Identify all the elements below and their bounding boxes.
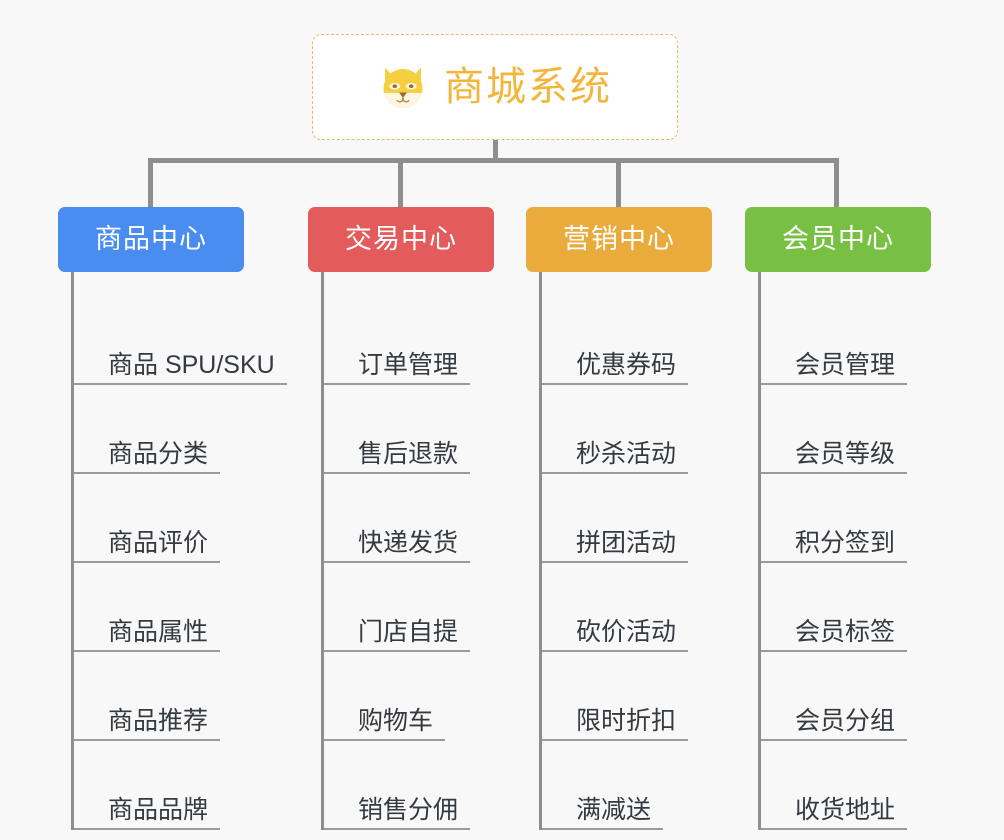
leaf-list-product-center: 商品 SPU/SKU 商品分类 商品评价 商品属性 商品推荐 商品品牌 [71, 272, 291, 830]
leaf-list-trade-center: 订单管理 售后退款 快递发货 门店自提 购物车 销售分佣 [321, 272, 541, 830]
connector-root-stem [493, 140, 498, 162]
category-box-member-center[interactable]: 会员中心 [745, 207, 931, 272]
leaf-list-member-center: 会员管理 会员等级 积分签到 会员标签 会员分组 收货地址 [758, 272, 978, 830]
leaf-rule [324, 472, 470, 474]
list-item[interactable]: 商品属性 [74, 563, 291, 652]
list-item[interactable]: 会员管理 [761, 296, 978, 385]
leaf-label: 商品 SPU/SKU [108, 351, 275, 379]
category-box-product-center[interactable]: 商品中心 [58, 207, 244, 272]
list-item[interactable]: 订单管理 [324, 296, 541, 385]
leaf-label: 砍价活动 [576, 618, 677, 646]
leaf-label: 满减送 [576, 796, 652, 824]
leaf-label: 会员标签 [795, 618, 896, 646]
list-item[interactable]: 秒杀活动 [542, 385, 759, 474]
list-item[interactable]: 销售分佣 [324, 741, 541, 830]
leaf-label: 秒杀活动 [576, 440, 677, 468]
category-label: 营销中心 [563, 224, 675, 254]
category-box-marketing-center[interactable]: 营销中心 [526, 207, 712, 272]
leaf-rule [324, 828, 470, 830]
category-label: 交易中心 [345, 224, 457, 254]
leaf-label: 收货地址 [795, 796, 896, 824]
list-item[interactable]: 满减送 [542, 741, 759, 830]
leaf-rule [74, 739, 220, 741]
leaf-label: 会员管理 [795, 351, 896, 379]
category-box-trade-center[interactable]: 交易中心 [308, 207, 494, 272]
leaf-label: 限时折扣 [576, 707, 677, 735]
leaf-rule [74, 828, 220, 830]
leaf-label: 拼团活动 [576, 529, 677, 557]
leaf-rule [74, 650, 220, 652]
list-item[interactable]: 优惠券码 [542, 296, 759, 385]
connector-drop-trade-center [398, 158, 403, 208]
list-item[interactable]: 商品分类 [74, 385, 291, 474]
leaf-rule [324, 561, 470, 563]
list-item[interactable]: 快递发货 [324, 474, 541, 563]
connector-drop-member-center [834, 158, 839, 208]
list-item[interactable]: 砍价活动 [542, 563, 759, 652]
leaf-label: 会员分组 [795, 707, 896, 735]
root-title: 商城系统 [444, 65, 612, 109]
leaf-list-marketing-center: 优惠券码 秒杀活动 拼团活动 砍价活动 限时折扣 满减送 [539, 272, 759, 830]
leaf-label: 积分签到 [795, 529, 896, 557]
list-item[interactable]: 会员等级 [761, 385, 978, 474]
leaf-rule [542, 828, 663, 830]
leaf-rule [761, 828, 907, 830]
connector-drop-product-center [148, 158, 153, 208]
list-item[interactable]: 商品 SPU/SKU [74, 296, 291, 385]
leaf-label: 商品品牌 [108, 796, 209, 824]
branch-product-center: 商品中心 商品 SPU/SKU 商品分类 商品评价 商品属性 商品推荐 商品品牌 [58, 207, 291, 830]
branch-marketing-center: 营销中心 优惠券码 秒杀活动 拼团活动 砍价活动 限时折扣 满减送 [526, 207, 759, 830]
leaf-rule [761, 739, 907, 741]
leaf-label: 快递发货 [358, 529, 459, 557]
list-item[interactable]: 购物车 [324, 652, 541, 741]
list-item[interactable]: 商品推荐 [74, 652, 291, 741]
list-item[interactable]: 商品品牌 [74, 741, 291, 830]
leaf-rule [324, 739, 445, 741]
connector-horizontal-bus [148, 158, 839, 163]
leaf-rule [542, 472, 688, 474]
leaf-rule [761, 561, 907, 563]
list-item[interactable]: 会员标签 [761, 563, 978, 652]
leaf-label: 商品分类 [108, 440, 209, 468]
leaf-rule [74, 472, 220, 474]
leaf-rule [761, 383, 907, 385]
list-item[interactable]: 拼团活动 [542, 474, 759, 563]
leaf-label: 购物车 [358, 707, 434, 735]
leaf-label: 订单管理 [358, 351, 459, 379]
leaf-rule [74, 561, 220, 563]
list-item[interactable]: 收货地址 [761, 741, 978, 830]
leaf-rule [542, 561, 688, 563]
leaf-rule [542, 650, 688, 652]
list-item[interactable]: 会员分组 [761, 652, 978, 741]
root-node[interactable]: 商城系统 [312, 34, 678, 140]
leaf-rule [324, 650, 470, 652]
leaf-label: 销售分佣 [358, 796, 459, 824]
leaf-rule [761, 472, 907, 474]
leaf-rule [542, 383, 688, 385]
branch-trade-center: 交易中心 订单管理 售后退款 快递发货 门店自提 购物车 销售分佣 [308, 207, 541, 830]
leaf-rule [542, 739, 688, 741]
category-label: 商品中心 [95, 224, 207, 254]
list-item[interactable]: 限时折扣 [542, 652, 759, 741]
leaf-label: 门店自提 [358, 618, 459, 646]
leaf-label: 商品推荐 [108, 707, 209, 735]
category-label: 会员中心 [782, 224, 894, 254]
list-item[interactable]: 积分签到 [761, 474, 978, 563]
branch-member-center: 会员中心 会员管理 会员等级 积分签到 会员标签 会员分组 收货地址 [745, 207, 978, 830]
leaf-rule [324, 383, 470, 385]
list-item[interactable]: 售后退款 [324, 385, 541, 474]
connector-drop-marketing-center [616, 158, 621, 208]
leaf-label: 售后退款 [358, 440, 459, 468]
leaf-label: 商品属性 [108, 618, 209, 646]
leaf-label: 会员等级 [795, 440, 896, 468]
leaf-label: 商品评价 [108, 529, 209, 557]
leaf-label: 优惠券码 [576, 351, 677, 379]
list-item[interactable]: 门店自提 [324, 563, 541, 652]
leaf-rule [74, 383, 287, 385]
leaf-rule [761, 650, 907, 652]
shiba-dog-face-icon [383, 67, 423, 109]
list-item[interactable]: 商品评价 [74, 474, 291, 563]
